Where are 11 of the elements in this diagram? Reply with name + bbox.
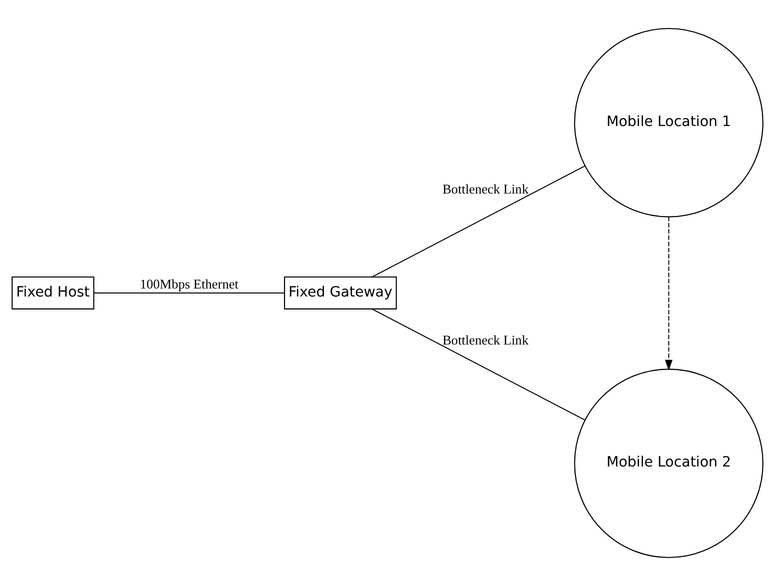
connector (372, 164, 586, 277)
connector (93, 292, 285, 293)
arrow (664, 216, 673, 370)
connector (372, 308, 586, 420)
node-circle: Mobile Location 1 (574, 27, 764, 217)
edge-label: Bottleneck Link (442, 332, 529, 347)
edge-label: Bottleneck Link (442, 181, 529, 196)
node-box: Fixed Gateway (284, 276, 397, 309)
node-circle: Mobile Location 2 (574, 368, 764, 558)
edge-label: 100Mbps Ethernet (140, 276, 238, 292)
node-box: Fixed Host (12, 276, 94, 309)
